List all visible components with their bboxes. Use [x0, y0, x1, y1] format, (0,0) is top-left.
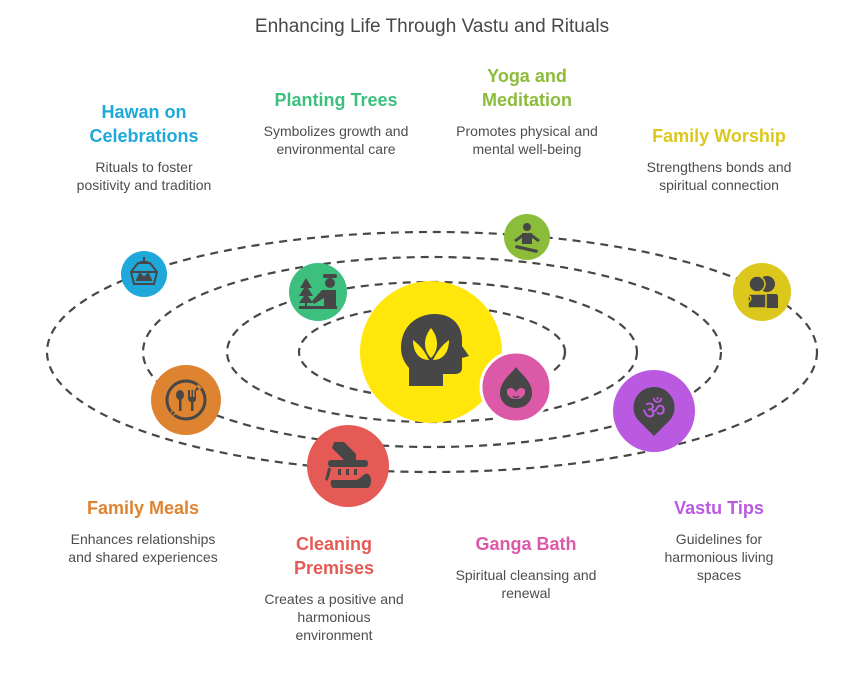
item-description-line: positivity and tradition — [76, 177, 212, 193]
item-title-line: Planting Trees — [274, 90, 398, 110]
item-description-line: Spiritual cleansing and — [455, 567, 597, 583]
item-description-line: spaces — [696, 567, 742, 583]
vacuum-cleaner-icon — [324, 442, 371, 488]
item-title: Vastu Tips — [665, 496, 774, 520]
water-drop-icon — [500, 367, 532, 408]
orbit-second — [141, 255, 723, 449]
item-description-line: harmonious living — [664, 549, 774, 565]
item-description-line: environment — [295, 627, 373, 643]
item-description-line: harmonious — [297, 609, 371, 625]
orbit-outer — [45, 230, 819, 474]
item-title-line: Cleaning — [295, 534, 372, 554]
item-description-line: environmental care — [276, 141, 396, 157]
family-icon — [745, 275, 778, 309]
item-description-line: Rituals to foster — [95, 159, 193, 175]
item-description-line: renewal — [501, 585, 551, 601]
diagram-title: Enhancing Life Through Vastu and Rituals — [254, 16, 610, 37]
orbit-inner — [297, 304, 567, 400]
node-planting — [289, 263, 347, 321]
item-title-line: Family Worship — [652, 126, 786, 146]
item-description-line: Creates a positive and — [264, 591, 404, 607]
item-description: Promotes physical and mental well-being — [456, 122, 598, 158]
item-title: Planting Trees — [264, 88, 409, 112]
item-title-line: Family Meals — [86, 498, 200, 518]
item-title: Family Worship — [647, 124, 792, 148]
lantern-icon — [129, 257, 159, 285]
node-cleaning — [307, 425, 389, 507]
item-description: Rituals to foster positivity and traditio… — [77, 158, 212, 194]
item-description: Guidelines for harmonious living spaces — [665, 530, 774, 584]
item-description-line: Symbolizes growth and — [263, 123, 409, 139]
node-ganga — [479, 350, 553, 424]
item-description-line: mental well-being — [472, 141, 582, 157]
head-lotus-icon — [401, 314, 469, 386]
item-title-line: Meditation — [481, 90, 572, 110]
item-title: Family Meals — [68, 496, 217, 520]
node-yoga — [504, 214, 550, 260]
node-vastu: ॐ — [613, 370, 695, 452]
node-worship — [733, 263, 791, 321]
node-meals — [151, 365, 221, 435]
item-description-line: Enhances relationships — [70, 531, 216, 547]
tree-planter-icon — [299, 274, 337, 309]
item-description: Spiritual cleansing and renewal — [456, 566, 597, 602]
item-description-line: Strengthens bonds and — [646, 159, 792, 175]
center-node — [360, 281, 502, 423]
item-title: Ganga Bath — [456, 532, 597, 556]
svg-text:ॐ: ॐ — [642, 396, 666, 426]
item-description: Symbolizes growth and environmental care — [264, 122, 409, 158]
item-description: Creates a positive and harmonious environm… — [264, 590, 403, 644]
item-description-line: and shared experiences — [68, 549, 218, 565]
item-description: Enhances relationships and shared experie… — [68, 530, 217, 566]
item-title-line: Yoga and — [487, 66, 567, 86]
node-hawan — [121, 251, 167, 297]
item-title-line: Hawan on — [101, 102, 187, 122]
item-description-line: Promotes physical and — [456, 123, 598, 139]
item-title-line: Ganga Bath — [475, 534, 577, 554]
om-pin-icon: ॐ — [633, 387, 675, 436]
item-description-line: Guidelines for — [675, 531, 763, 547]
item-description-line: spiritual connection — [659, 177, 779, 193]
dining-icon — [165, 379, 207, 421]
item-title: Hawan on Celebrations — [77, 100, 212, 148]
item-description: Strengthens bonds and spiritual connectio… — [647, 158, 792, 194]
item-title-line: Premises — [293, 558, 375, 578]
item-title-line: Celebrations — [89, 126, 199, 146]
item-title-line: Vastu Tips — [674, 498, 764, 518]
meditation-icon — [514, 223, 540, 253]
